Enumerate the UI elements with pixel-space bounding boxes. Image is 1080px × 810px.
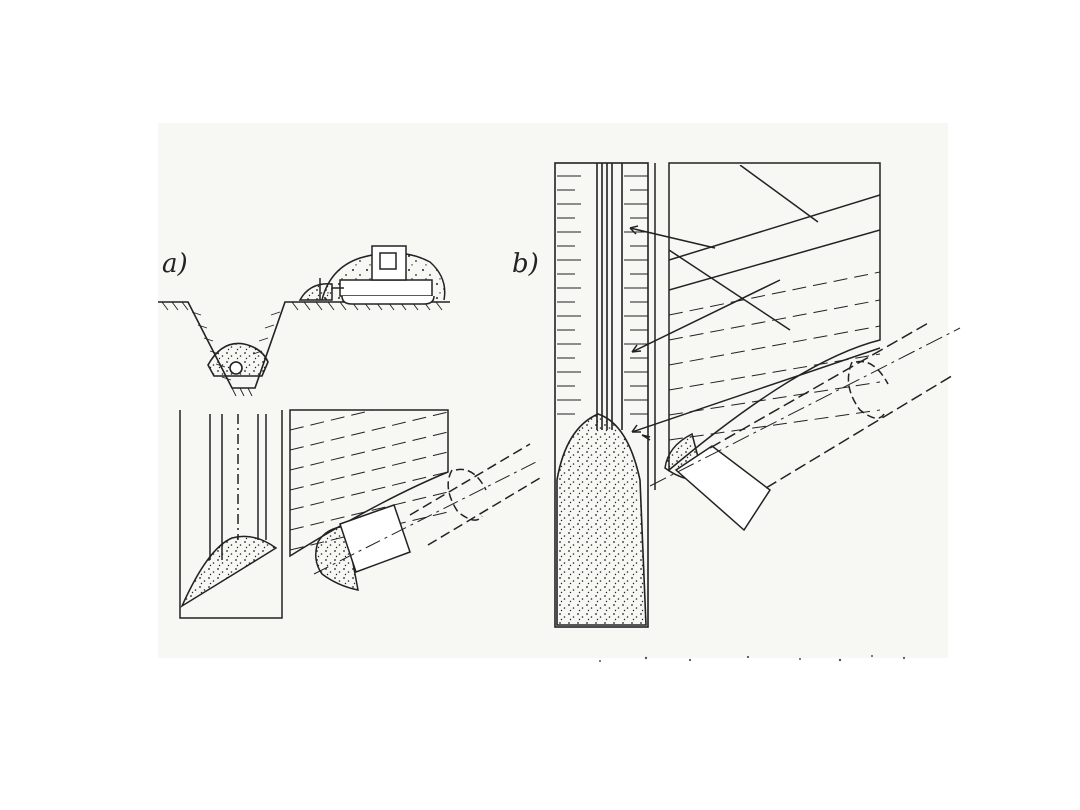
bulldozer-icon: [298, 245, 446, 305]
scan-noise: [599, 655, 906, 662]
paper-sheet: [158, 123, 948, 658]
panel-label-b: b): [512, 249, 539, 279]
cutting-drum-b: [649, 321, 961, 532]
trench-section: [158, 301, 450, 397]
shaft-column: [554, 162, 649, 628]
trench-wall-detail: [179, 409, 449, 619]
panel-label-a: a): [162, 249, 188, 279]
rock-block: [629, 162, 881, 490]
cutting-drum-icon: [313, 443, 541, 591]
